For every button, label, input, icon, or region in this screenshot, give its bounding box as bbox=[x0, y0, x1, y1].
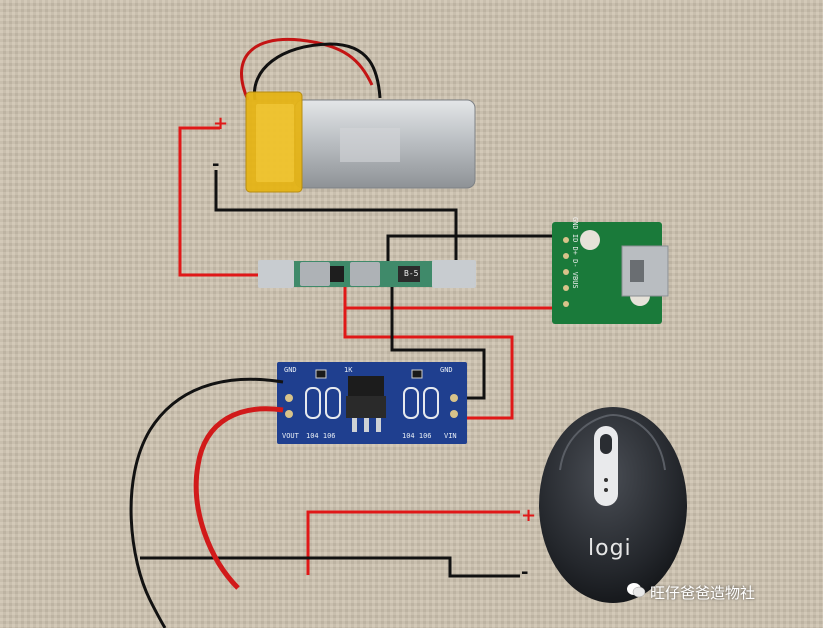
lipo-battery bbox=[245, 91, 476, 193]
loose-red-wire bbox=[193, 406, 284, 590]
reg-bottom-vout: VOUT bbox=[282, 432, 299, 440]
reg-top-gnd: GND bbox=[284, 366, 297, 374]
reg-top-mark: 1K bbox=[344, 366, 353, 374]
watermark: 旺仔爸爸造物社 bbox=[626, 582, 755, 603]
protection-board-marking: B-5 bbox=[404, 269, 419, 278]
output-minus-label: - bbox=[521, 562, 529, 583]
mouse-brand-logo: logi bbox=[588, 536, 632, 561]
wire-black-battery bbox=[214, 170, 458, 272]
wireless-mouse bbox=[539, 407, 687, 603]
wire-black-gnd bbox=[390, 270, 486, 400]
reg-bottom-vin: VIN bbox=[444, 432, 457, 440]
wire-black-usb-gnd bbox=[386, 234, 560, 270]
wire-red-battery bbox=[178, 126, 264, 277]
battery-red-lead bbox=[240, 37, 374, 101]
wechat-icon bbox=[626, 583, 646, 601]
output-plus-label: + bbox=[521, 505, 537, 526]
loose-black-wire bbox=[129, 377, 284, 628]
protection-board bbox=[258, 260, 476, 288]
battery-black-lead bbox=[252, 42, 382, 101]
usb-pin-labels: GND ID D+ D- VBUS bbox=[571, 217, 579, 289]
wire-red-output bbox=[306, 510, 520, 575]
reg-top-gnd2: GND bbox=[440, 366, 453, 374]
wire-red-vin bbox=[343, 308, 514, 420]
wire-black-output bbox=[140, 556, 520, 578]
watermark-text: 旺仔爸爸造物社 bbox=[650, 584, 756, 602]
battery-minus-label: - bbox=[212, 154, 220, 175]
battery-plus-label: + bbox=[213, 113, 229, 134]
usb-breakout-board bbox=[552, 222, 669, 324]
reg-bottom-cap1: 104 106 bbox=[306, 432, 336, 440]
reg-bottom-cap2: 104 106 bbox=[402, 432, 432, 440]
regulator-board bbox=[277, 362, 467, 444]
